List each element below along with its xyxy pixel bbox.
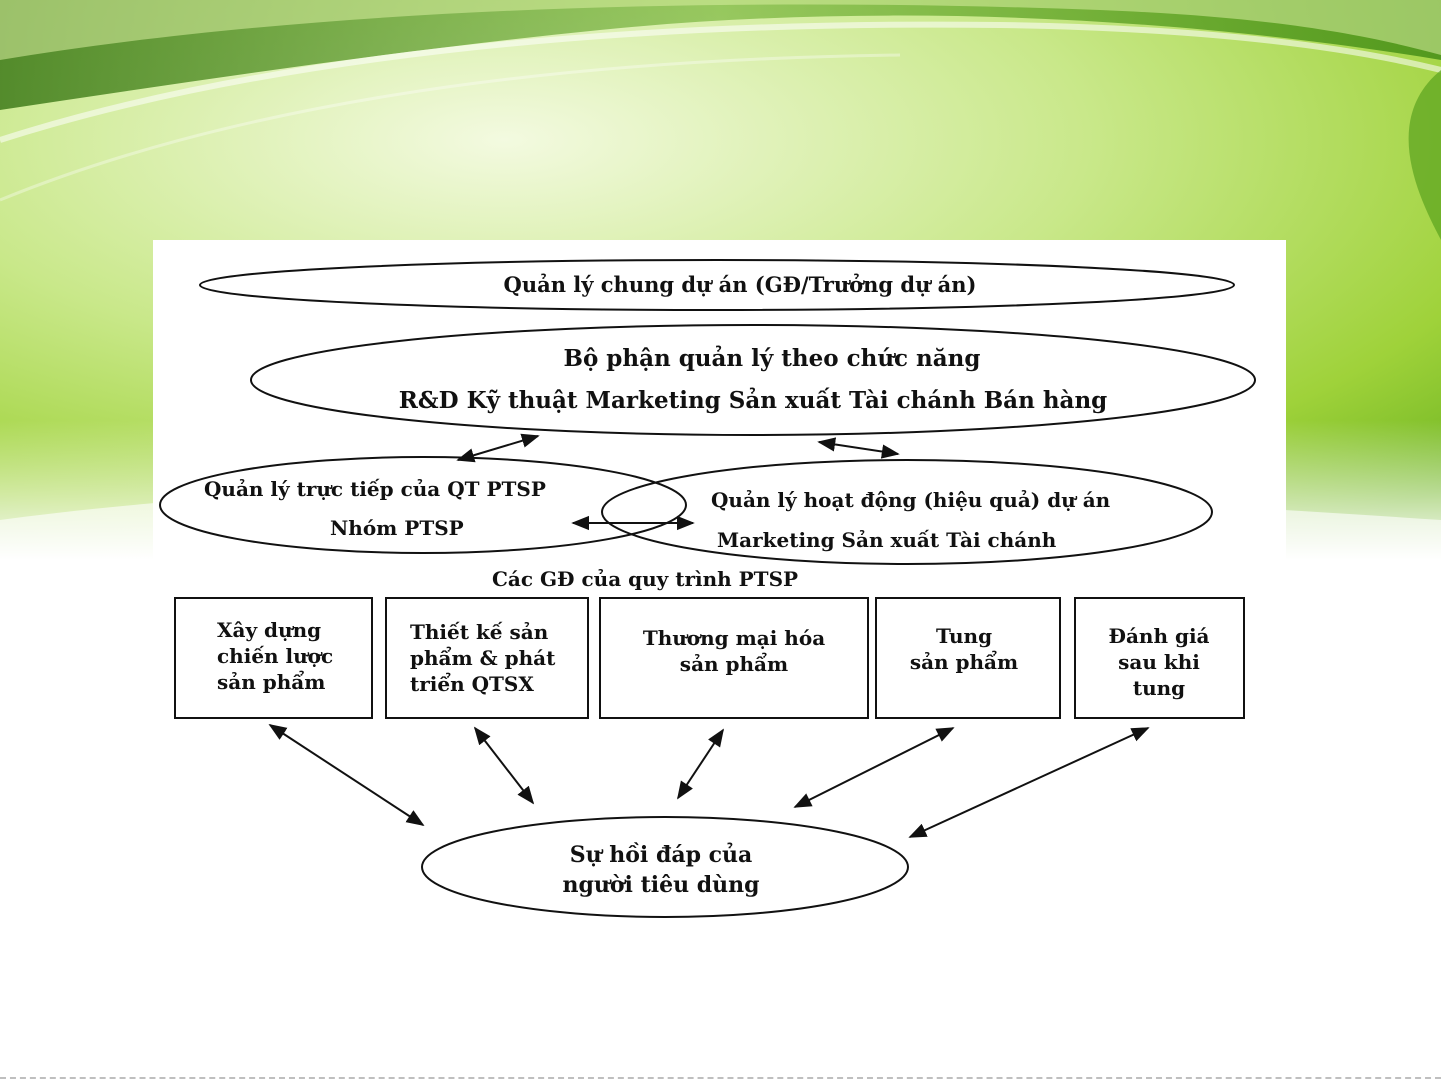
stage-box-4	[875, 597, 1061, 719]
top-ellipse-shape	[199, 259, 1235, 311]
arrow-stage-1	[268, 724, 425, 826]
stage-3-text: Thương mại hóa sản phẩm	[643, 625, 825, 677]
org-diagram: Quản lý chung dự án (GĐ/Trưởng dự án) Bộ…	[153, 240, 1286, 1000]
stage-2-line1: Thiết kế sản	[410, 620, 549, 644]
arrow-stage-3	[677, 728, 724, 800]
functional-departments: R&D Kỹ thuật Marketing Sản xuất Tài chán…	[398, 387, 1108, 414]
right-ellipse-line1: Quản lý hoạt động (hiệu quả) dự án	[711, 488, 1111, 512]
consumer-text: Sự hồi đáp của người tiêu dùng	[563, 840, 760, 900]
stage-2-line2: phẩm & phát	[410, 646, 556, 670]
stage-5-line2: sau khi tung	[1118, 650, 1200, 700]
arrow-functional-left	[456, 433, 540, 463]
stage-5-text: Đánh giá sau khi tung	[1096, 623, 1223, 701]
left-ellipse-line2: Nhóm PTSP	[330, 516, 464, 540]
stages-heading: Các GĐ của quy trình PTSP	[491, 567, 799, 591]
stage-4-line2: sản phẩm	[909, 650, 1019, 674]
consumer-line2: người tiêu dùng	[562, 872, 760, 898]
stage-2-line3: triển QTSX	[410, 672, 534, 696]
stage-2-text: Thiết kế sản phẩm & phát triển QTSX	[410, 619, 555, 697]
left-ellipse-shape	[159, 456, 687, 554]
left-ellipse-line1: Quản lý trực tiếp của QT PTSP	[204, 477, 546, 501]
functional-ellipse-shape	[250, 324, 1256, 436]
top-ellipse-label: Quản lý chung dự án (GĐ/Trưởng dự án)	[503, 272, 977, 297]
stage-box-2	[385, 597, 589, 719]
stage-1-line2: chiến lược	[217, 644, 334, 668]
diagram-shapes	[159, 259, 1256, 918]
stage-1-line3: sản phẩm	[217, 670, 326, 694]
arrow-stage-4	[793, 727, 955, 808]
stage-box-5	[1074, 597, 1245, 719]
bottom-divider	[0, 1077, 1441, 1079]
right-ellipse-line2: Marketing Sản xuất Tài chánh	[717, 528, 1057, 552]
arrow-functional-right	[817, 437, 900, 459]
stage-3-line2: sản phẩm	[679, 652, 789, 676]
consumer-ellipse-shape	[421, 816, 909, 918]
stage-4-line1: Tung	[935, 624, 993, 648]
stage-box-3	[599, 597, 869, 719]
stage-1-line1: Xây dựng	[217, 618, 322, 642]
stage-box-1	[174, 597, 373, 719]
stage-3-line1: Thương mại hóa	[642, 626, 826, 650]
stage-5-line1: Đánh giá	[1108, 624, 1210, 648]
stage-4-text: Tung sản phẩm	[910, 623, 1018, 675]
consumer-line1: Sự hồi đáp của	[569, 842, 753, 868]
right-ellipse-shape	[601, 459, 1213, 565]
arrow-stage-5	[908, 727, 1150, 838]
stage-1-text: Xây dựng chiến lược sản phẩm	[217, 617, 333, 695]
functional-title: Bộ phận quản lý theo chức năng	[563, 345, 981, 372]
arrow-stage-2	[473, 726, 535, 805]
